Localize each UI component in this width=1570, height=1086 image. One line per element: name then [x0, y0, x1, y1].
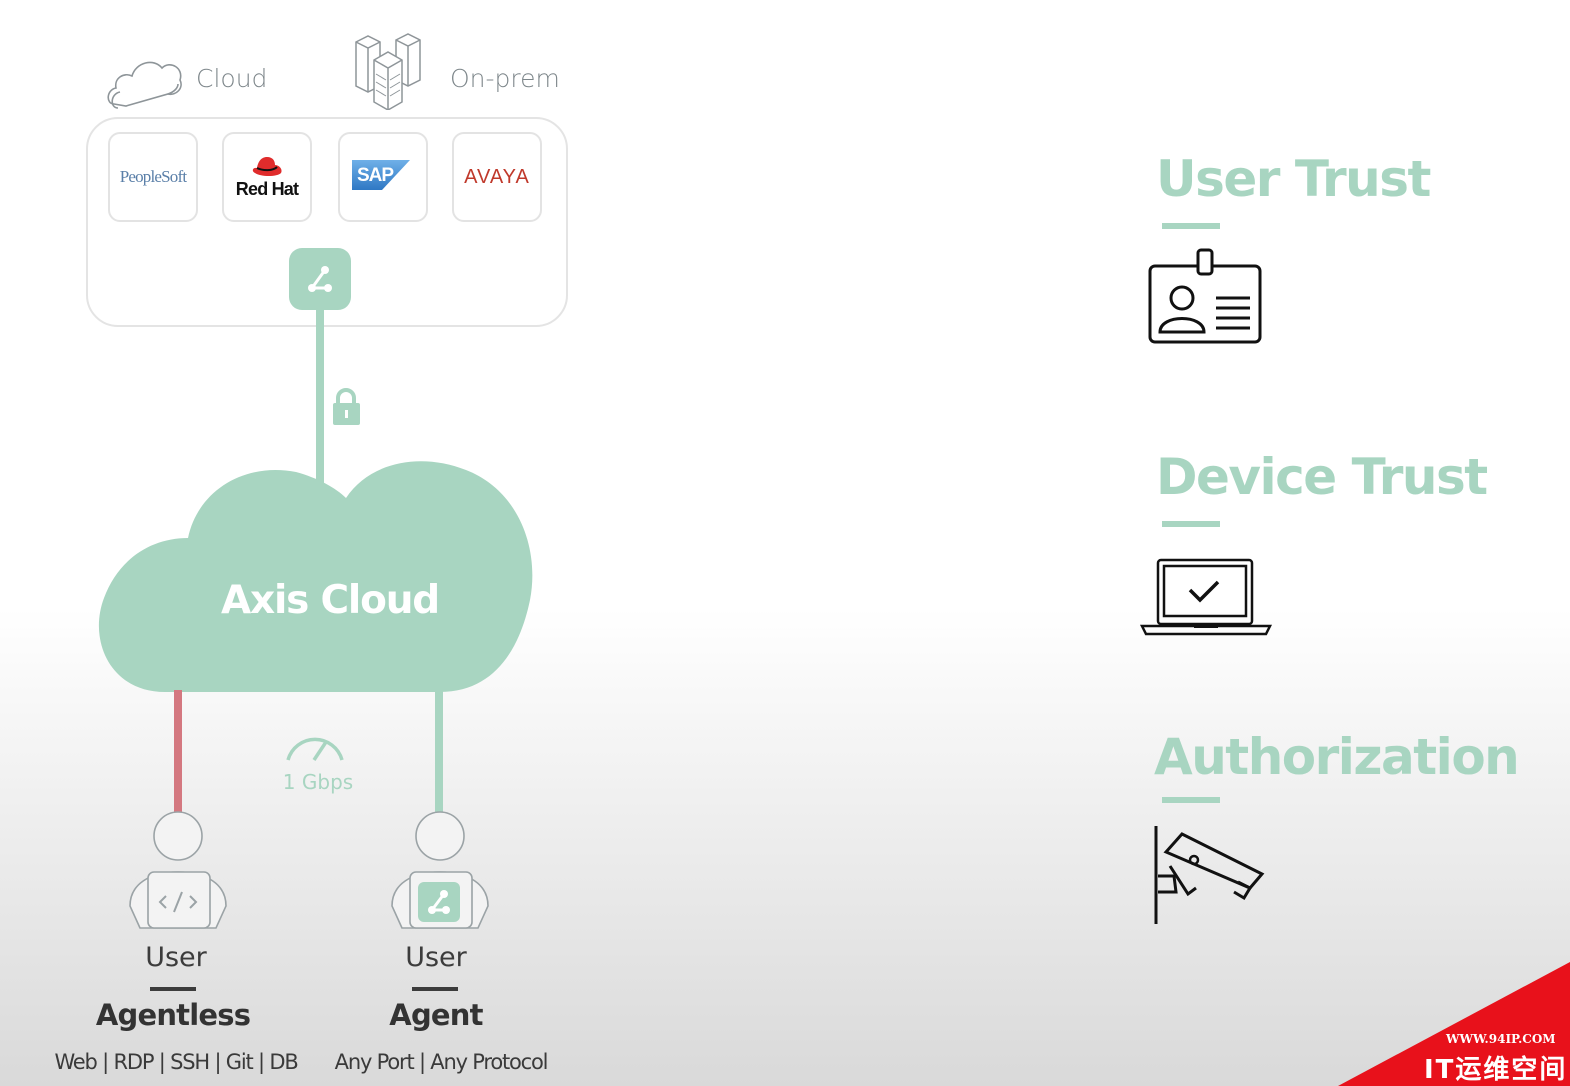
redhat-hat-icon [252, 156, 282, 176]
agentless-user-icon [129, 811, 227, 929]
sap-logo-shape [352, 160, 410, 190]
agent-user-icon [391, 811, 489, 929]
buildings-icon [355, 33, 421, 110]
id-badge-icon [1148, 248, 1262, 344]
watermark-corner [1338, 962, 1570, 1086]
user-trust-title: User Trust [1156, 150, 1431, 208]
watermark-url: WWW.94IP.COM [1446, 1032, 1556, 1046]
cloud-label: Cloud [196, 64, 268, 93]
redhat-logo-text: Red Hat [235, 178, 299, 199]
agentless-user-label: User [145, 942, 207, 973]
axis-cloud-label: Axis Cloud [221, 578, 440, 623]
avaya-logo: AVAYA [452, 132, 542, 222]
apps-container [86, 117, 568, 327]
sap-logo-text: SAP [356, 165, 394, 186]
axis-cloud-shape [98, 461, 533, 692]
peoplesoft-logo: PeopleSoft [108, 132, 198, 222]
avaya-logo-text: AVAYA [464, 165, 530, 188]
network-diagram [98, 308, 533, 812]
agent-user-label: User [405, 942, 467, 973]
watermark-text: IT运维空间 [1424, 1055, 1568, 1085]
onprem-label: On-prem [450, 64, 560, 93]
agent-protocols: Any Port | Any Protocol [334, 1050, 549, 1074]
security-camera-icon [1154, 826, 1265, 924]
redhat-logo: Red Hat [222, 132, 312, 222]
connector-icon [308, 266, 332, 292]
sap-logo: SAP [338, 132, 428, 222]
speedometer-icon [286, 737, 344, 761]
cloud-outline-icon [107, 61, 182, 109]
agentless-divider [150, 987, 196, 991]
agentless-type-label: Agentless [95, 998, 251, 1032]
gateway-connector [289, 248, 351, 310]
authorization-title: Authorization [1154, 728, 1520, 786]
speed-label: 1 Gbps [282, 770, 354, 794]
laptop-check-icon [1139, 558, 1273, 636]
lock-icon [333, 388, 360, 425]
peoplesoft-logo-text: PeopleSoft [119, 167, 187, 186]
authorization-divider [1162, 797, 1220, 803]
user-trust-divider [1162, 223, 1220, 229]
device-trust-title: Device Trust [1156, 448, 1488, 506]
agent-type-label: Agent [389, 998, 483, 1032]
agentless-protocols: Web | RDP | SSH | Git | DB [54, 1050, 298, 1074]
device-trust-divider [1162, 521, 1220, 527]
agent-divider [412, 987, 458, 991]
